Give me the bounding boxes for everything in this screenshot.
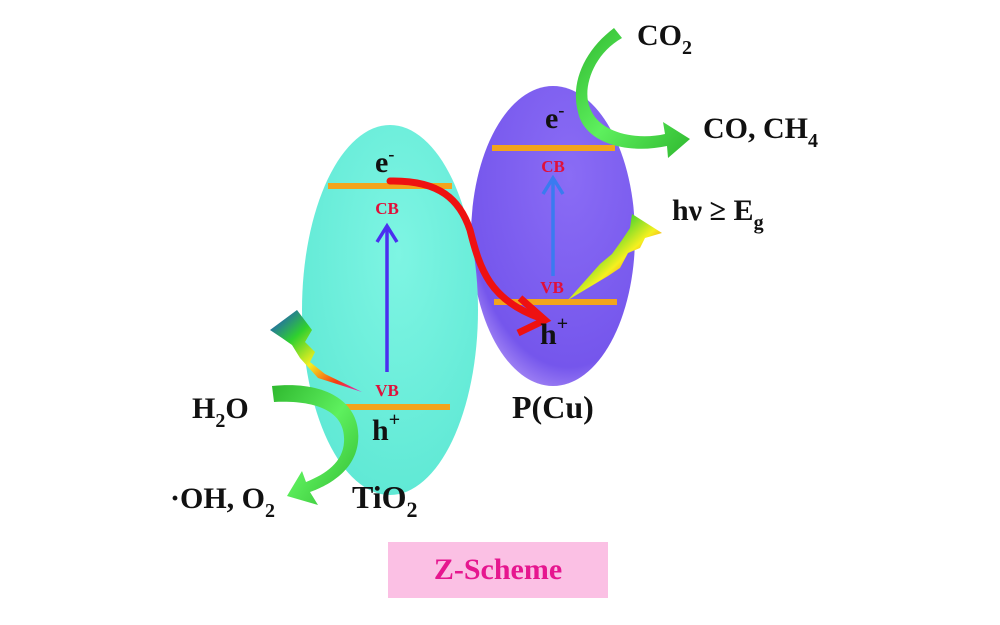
tio2-particle: [302, 125, 478, 495]
electron-transfer-arrow: [386, 177, 552, 337]
scheme-title: Z-Scheme: [433, 553, 563, 586]
tio2-electron: e-: [375, 144, 394, 179]
tio2-excitation-arrow: [375, 222, 399, 372]
pcu-cb-label: CB: [541, 157, 565, 176]
pcu-hole: h+: [540, 313, 568, 351]
pcu-name-label: P(Cu): [512, 389, 594, 425]
tio2-vb-label: VB: [375, 381, 399, 400]
oxidation-arrow: [272, 385, 359, 505]
co-ch4-label: CO, CH4: [703, 112, 818, 152]
pcu-electron: e-: [545, 100, 564, 135]
tio2-name-label: TiO2: [352, 479, 418, 522]
tio2-hole: h+: [372, 409, 400, 447]
lightning-bolt-icon: [270, 310, 362, 392]
light-energy-label: hν ≥ Eg: [672, 194, 764, 234]
pcu-excitation-arrow: [541, 174, 565, 276]
co2-label: CO2: [637, 19, 692, 59]
oh-o2-label: ·OH, O2: [170, 482, 275, 522]
lightning-bolt-icon: [568, 214, 662, 300]
reduction-arrow: [575, 28, 690, 158]
tio2-cb-label: CB: [375, 199, 399, 218]
pcu-vb-label: VB: [540, 278, 564, 297]
h2o-label: H2O: [192, 392, 249, 432]
scheme-title-box: Z-Scheme: [388, 542, 608, 598]
